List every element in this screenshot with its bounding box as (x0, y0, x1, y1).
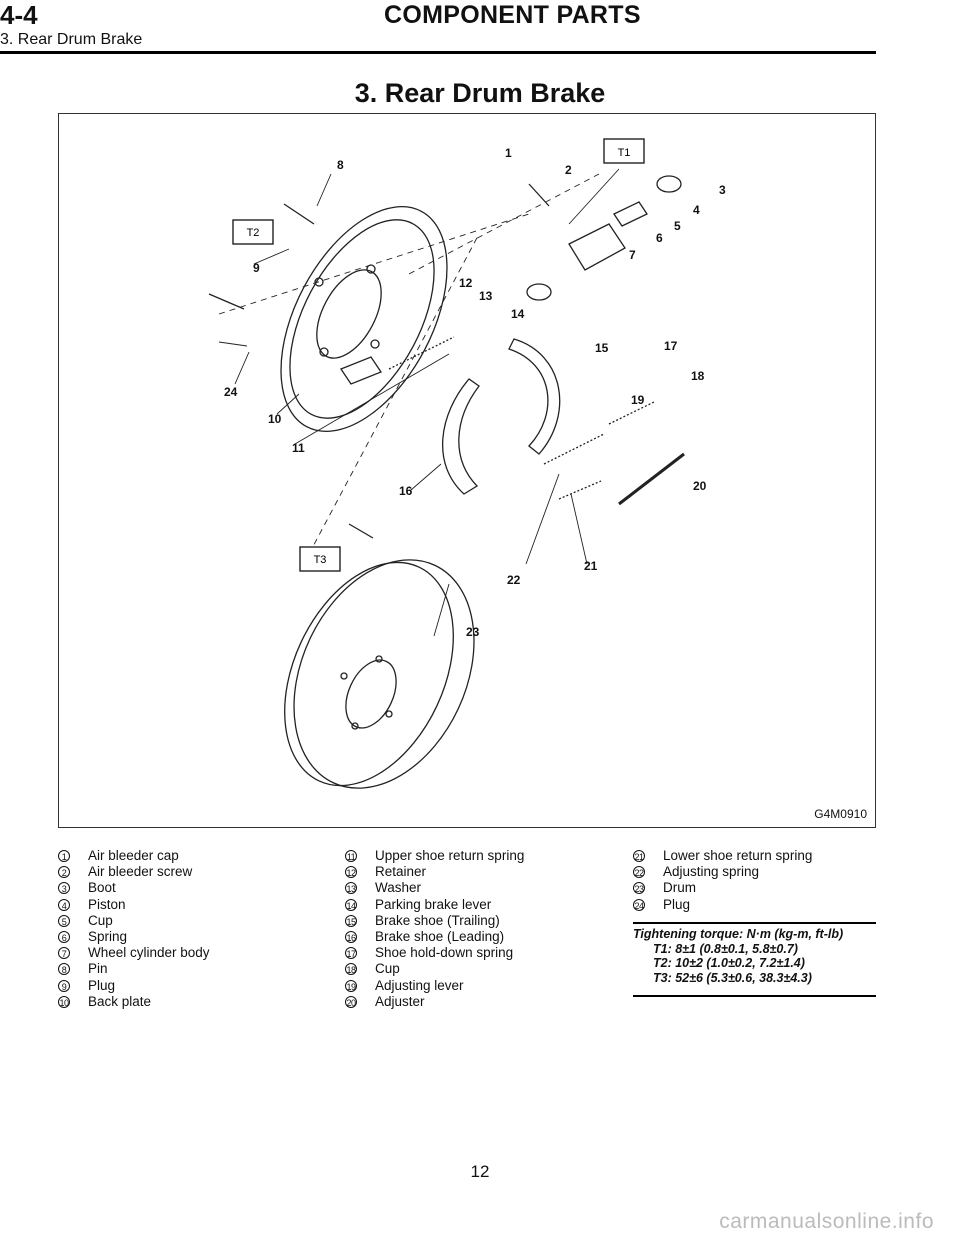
callout-6: 6 (656, 231, 663, 245)
trailing-shoe (508, 338, 561, 455)
callout-1: 1 (505, 146, 512, 160)
callout-15: 15 (595, 341, 609, 355)
callout-16: 16 (399, 484, 413, 498)
svg-text:T1: T1 (618, 147, 631, 159)
callout-8: 8 (337, 158, 344, 172)
torque-t3: T3: 52±6 (5.3±0.6, 38.3±4.3) (653, 970, 812, 985)
torque-tag-t2: T2 (232, 219, 274, 245)
svg-text:T2: T2 (247, 227, 260, 239)
watermark: carmanualsonline.info (719, 1210, 934, 1233)
callout-19: 19 (631, 393, 645, 407)
callout-14: 14 (511, 307, 525, 321)
section-title: COMPONENT PARTS (384, 1, 641, 29)
header-rule (0, 51, 876, 54)
torque-tag-t3: T3 (299, 546, 341, 572)
section-code: 4-4 (0, 0, 38, 30)
callout-22: 22 (507, 573, 521, 587)
callout-5: 5 (674, 219, 681, 233)
torque-t1: T1: 8±1 (0.8±0.1, 5.8±0.7) (653, 941, 798, 956)
callout-23: 23 (466, 625, 480, 639)
section-subtitle: 3. Rear Drum Brake (0, 31, 143, 48)
callout-9: 9 (253, 261, 260, 275)
callout-10: 10 (268, 412, 282, 426)
callout-17: 17 (664, 339, 678, 353)
callout-11: 11 (292, 441, 305, 455)
diagram-drawing: T1 T2 T3 1 2 3 4 5 6 7 8 9 10 11 12 13 1… (208, 138, 726, 789)
leading-shoe (442, 378, 480, 495)
callout-7: 7 (629, 248, 636, 262)
wheel-cylinder (568, 223, 626, 271)
callout-24: 24 (224, 385, 238, 399)
back-plate-outline (280, 205, 448, 433)
callout-12: 12 (459, 276, 473, 290)
page-title: 3. Rear Drum Brake (354, 78, 606, 108)
callout-2: 2 (565, 163, 572, 177)
callout-13: 13 (479, 289, 493, 303)
tightening-torque-box: Tightening torque: N·m (kg-m, ft-lb) T1:… (633, 922, 876, 997)
callout-18: 18 (691, 369, 705, 383)
page-number: 12 (470, 1162, 490, 1181)
torque-t2: T2: 10±2 (1.0±0.2, 7.2±1.4) (653, 956, 805, 970)
figure-id: G4M0910 (814, 807, 867, 821)
svg-text:T3: T3 (314, 554, 327, 566)
callout-4: 4 (693, 203, 700, 217)
callout-21: 21 (584, 559, 598, 573)
torque-heading: Tightening torque: N·m (kg-m, ft-lb) (633, 927, 844, 941)
exploded-diagram: T1 T2 T3 1 2 3 4 5 6 7 8 9 10 11 12 13 1… (58, 113, 876, 828)
torque-tag-t1: T1 (603, 138, 645, 164)
callout-20: 20 (693, 479, 707, 493)
callout-3: 3 (719, 183, 726, 197)
drum-outline (284, 561, 454, 787)
